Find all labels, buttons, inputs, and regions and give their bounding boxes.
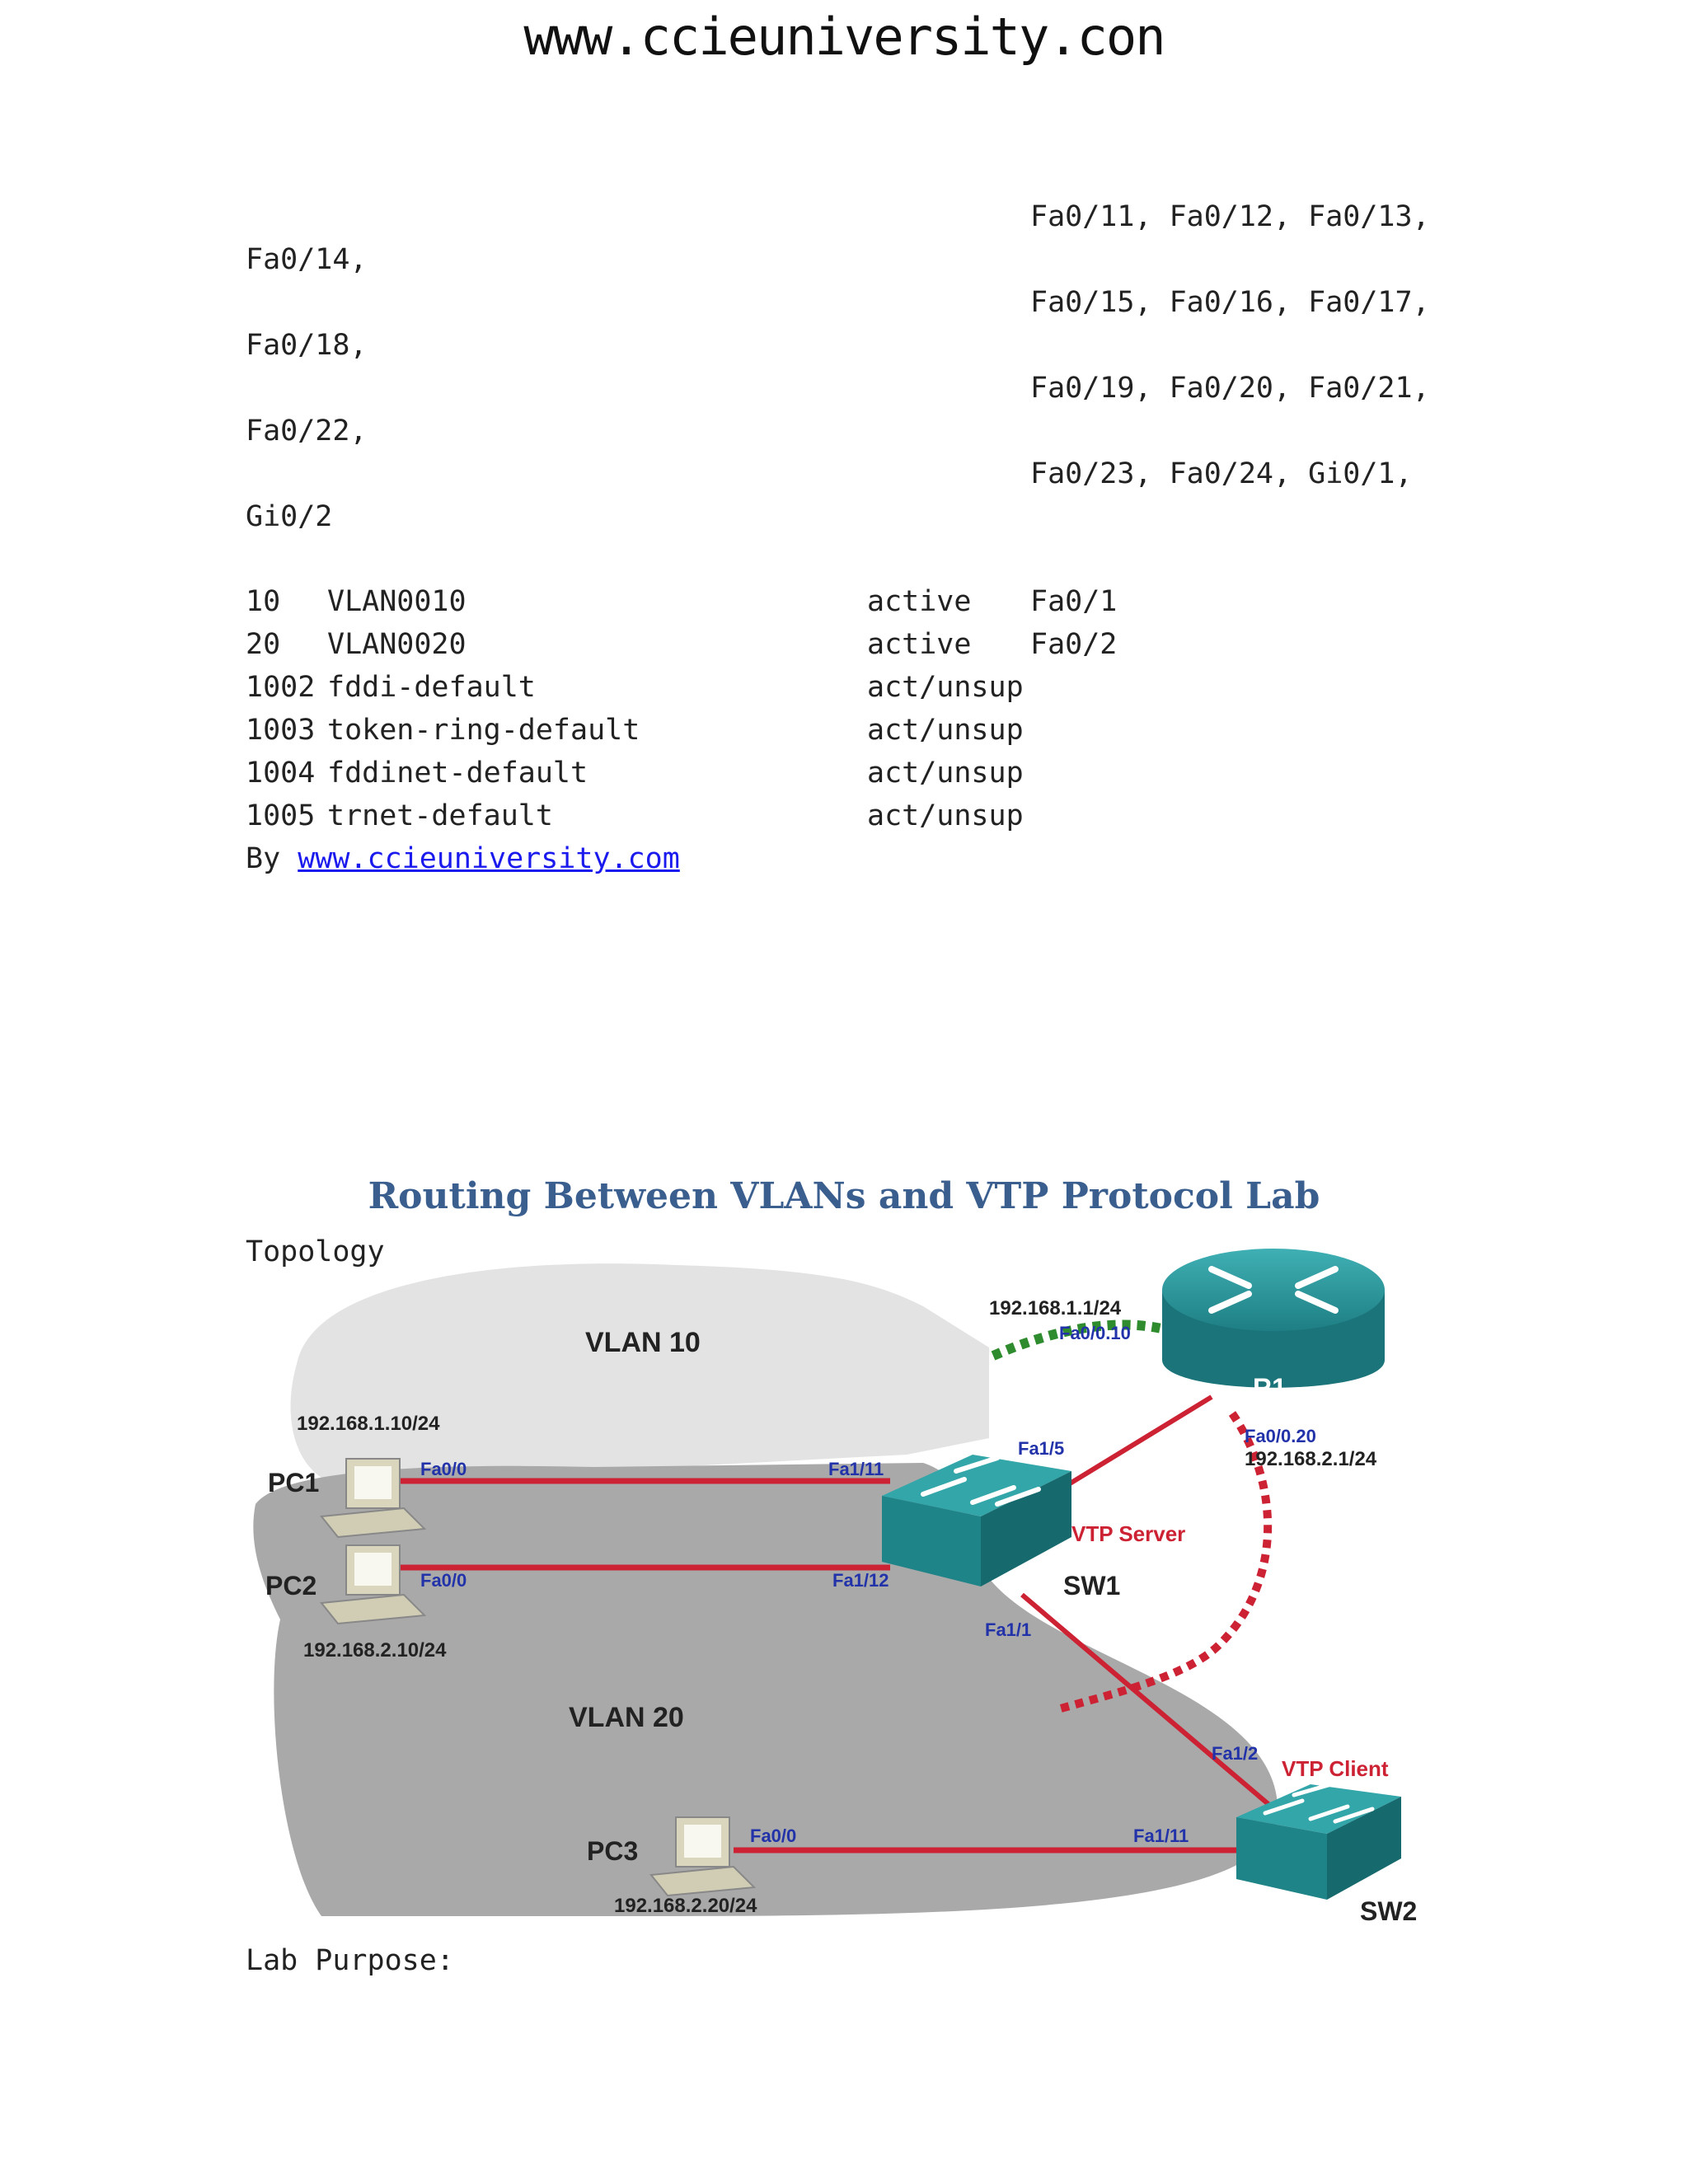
router-arrows-icon <box>1208 1266 1339 1314</box>
pc3-name-label: PC3 <box>587 1836 638 1866</box>
vlan-row-ports: Fa0/1 <box>1030 585 1118 618</box>
link-sw1-r1 <box>1062 1394 1213 1490</box>
sw1-port-fa1-11: Fa1/11 <box>828 1459 884 1479</box>
vlan-row-name: trnet-default <box>327 799 553 832</box>
sw2-name-label: SW2 <box>1360 1896 1417 1924</box>
byline-prefix: By <box>246 842 298 875</box>
vlan-row-name: fddi-default <box>327 671 536 704</box>
vlan-row-id: 1005 <box>246 799 316 832</box>
link-sw1-sw2 <box>1020 1592 1271 1807</box>
lab-purpose-label: Lab Purpose: <box>246 1944 454 1977</box>
vlan10-zone <box>290 1263 989 1488</box>
sw1-name-label: SW1 <box>1063 1571 1120 1601</box>
pc2-ip-label: 192.168.2.10/24 <box>303 1639 447 1661</box>
pc1-icon[interactable] <box>320 1458 427 1539</box>
sw2-port-fa1-11: Fa1/11 <box>1133 1825 1189 1846</box>
switch-arrows-icon <box>921 1455 1041 1507</box>
r1-sub10-ip-label: 192.168.1.1/24 <box>989 1297 1122 1319</box>
pc3-icon[interactable] <box>649 1816 757 1897</box>
pc1-ip-label: 192.168.1.10/24 <box>297 1413 440 1435</box>
switch-sw2[interactable] <box>1236 1782 1401 1900</box>
pc3-ip-label: 192.168.2.20/24 <box>614 1895 757 1917</box>
port-line-1-right: Fa0/11, Fa0/12, Fa0/13, <box>1030 200 1430 233</box>
pc2-icon[interactable] <box>320 1544 427 1625</box>
vlan-row-name: token-ring-default <box>327 714 640 747</box>
switch-sw1[interactable] <box>882 1455 1071 1586</box>
r1-sub10-port-label: Fa0/0.10 <box>1059 1323 1131 1343</box>
vlan10-label: VLAN 10 <box>585 1327 701 1358</box>
lab-title: Routing Between VLANs and VTP Protocol L… <box>368 1175 1320 1217</box>
vlan-row-status: active <box>867 585 972 618</box>
vlan-row-name: fddinet-default <box>327 757 588 790</box>
sw2-port-fa1-2: Fa1/2 <box>1212 1743 1258 1764</box>
vlan-row-name: VLAN0010 <box>327 585 467 618</box>
byline: By www.ccieuniversity.com <box>246 845 680 874</box>
port-line-2-right: Fa0/15, Fa0/16, Fa0/17, <box>1030 286 1430 319</box>
vlan-row-id: 1004 <box>246 757 316 790</box>
port-line-1-left: Fa0/14, <box>246 243 368 276</box>
pc3-port-label: Fa0/0 <box>750 1825 796 1846</box>
port-line-4-right: Fa0/23, Fa0/24, Gi0/1, <box>1030 457 1413 490</box>
sw1-port-fa1-12: Fa1/12 <box>832 1570 889 1591</box>
pc1-name-label: PC1 <box>268 1468 319 1497</box>
router-r1[interactable] <box>1162 1249 1385 1388</box>
vlan-row-status: act/unsup <box>867 714 1024 747</box>
port-line-3-right: Fa0/19, Fa0/20, Fa0/21, <box>1030 372 1430 405</box>
r1-sub20-port-label: Fa0/0.20 <box>1245 1426 1316 1446</box>
pc1-port-label: Fa0/0 <box>420 1459 467 1479</box>
site-header: www.ccieuniversity.con <box>523 7 1165 67</box>
vlan-row-id: 20 <box>246 628 281 661</box>
port-line-4-left: Gi0/2 <box>246 500 333 533</box>
r1-name-label: R1 <box>1253 1373 1287 1403</box>
vlan-row-ports: Fa0/2 <box>1030 628 1118 661</box>
vlan-row-id: 1003 <box>246 714 316 747</box>
sw1-port-fa1-1: Fa1/1 <box>985 1619 1031 1640</box>
r1-sub20-ip-label: 192.168.2.1/24 <box>1245 1448 1377 1470</box>
vlan-row-status: act/unsup <box>867 757 1024 790</box>
sw2-role-label: VTP Client <box>1282 1756 1389 1781</box>
vlan-row-status: act/unsup <box>867 799 1024 832</box>
vlan-row-id: 1002 <box>246 671 316 704</box>
vlan20-label: VLAN 20 <box>569 1702 684 1733</box>
sw1-role-label: VTP Server <box>1071 1521 1185 1546</box>
port-line-3-left: Fa0/22, <box>246 415 368 448</box>
switch-arrows-icon <box>1263 1782 1375 1824</box>
pc2-name-label: PC2 <box>265 1571 316 1601</box>
vlan-row-id: 10 <box>246 585 281 618</box>
topology-diagram: VLAN 10 VLAN 20 192.168.1.10/24 PC1 Fa0/… <box>253 1249 1417 1924</box>
vlan20-zone <box>253 1463 1278 1916</box>
vlan20-subinterface-path <box>1053 1411 1273 1714</box>
pc2-port-label: Fa0/0 <box>420 1570 467 1591</box>
sw1-port-fa1-5: Fa1/5 <box>1018 1438 1064 1459</box>
vlan-row-name: VLAN0020 <box>327 628 467 661</box>
port-line-2-left: Fa0/18, <box>246 329 368 362</box>
topology-label: Topology <box>246 1235 385 1268</box>
vlan-row-status: active <box>867 628 972 661</box>
byline-link[interactable]: www.ccieuniversity.com <box>298 842 680 875</box>
vlan-row-status: act/unsup <box>867 671 1024 704</box>
